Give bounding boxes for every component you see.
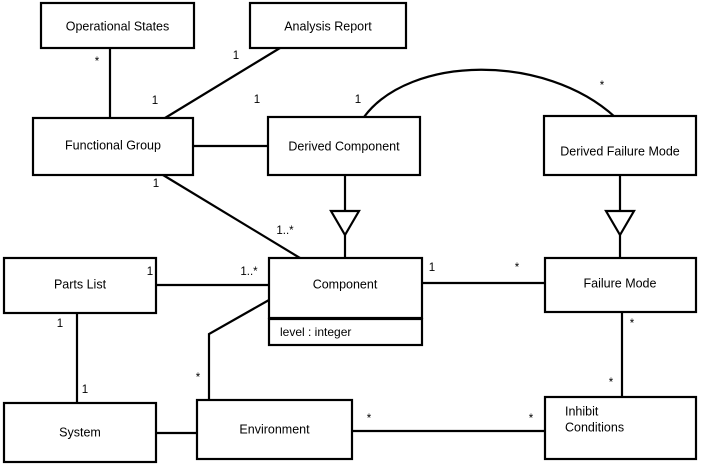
multiplicity-component-right: 1 bbox=[429, 262, 435, 274]
multiplicity-derived-component-left: 1 bbox=[254, 94, 260, 106]
class-analysis-report[interactable]: Analysis Report bbox=[248, 1, 408, 50]
class-box-derived-failure-mode[interactable] bbox=[542, 114, 698, 177]
class-derived-component[interactable]: Derived Component bbox=[266, 115, 422, 177]
class-box-system[interactable] bbox=[2, 401, 158, 464]
class-name-parts-list: Parts List bbox=[54, 277, 107, 291]
class-system[interactable]: System bbox=[2, 401, 158, 464]
class-box-inhibit-conditions[interactable] bbox=[543, 395, 698, 461]
multiplicity-inhibit-conditions-top: * bbox=[609, 377, 614, 389]
multiplicity-parts-list-bottom: 1 bbox=[57, 318, 63, 330]
multiplicity-environment-right: * bbox=[367, 413, 372, 425]
multiplicity-component-left: 1..* bbox=[240, 266, 258, 278]
class-box-component[interactable] bbox=[267, 256, 424, 320]
class-name-operational-states: Operational States bbox=[66, 19, 170, 33]
multiplicity-environment-top: * bbox=[196, 372, 201, 384]
generalization-arrow-derived-component-component bbox=[329, 209, 361, 238]
multiplicity-failure-mode-bottom: * bbox=[630, 318, 635, 330]
class-functional-group[interactable]: Functional Group bbox=[31, 116, 195, 177]
association-functional-group-component[interactable] bbox=[162, 174, 301, 259]
class-name-failure-mode: Failure Mode bbox=[584, 276, 657, 290]
class-operational-states[interactable]: Operational States bbox=[39, 1, 196, 50]
association-derived-component-derived-failure-mode[interactable] bbox=[363, 68, 616, 118]
multiplicity-derived-component-curve: 1 bbox=[355, 94, 361, 106]
multiplicity-inhibit-conditions-left: * bbox=[529, 413, 534, 425]
class-component[interactable]: Component level : integer bbox=[267, 256, 424, 347]
multiplicity-component-diagonal: 1..* bbox=[276, 225, 294, 237]
class-parts-list[interactable]: Parts List bbox=[2, 256, 158, 315]
generalization-arrow-derived-failure-mode-failure-mode bbox=[604, 209, 636, 238]
class-box-environment[interactable] bbox=[195, 398, 354, 461]
class-box-parts-list[interactable] bbox=[2, 256, 158, 315]
multiplicity-parts-list-right: 1 bbox=[147, 266, 153, 278]
class-box-functional-group[interactable] bbox=[31, 116, 195, 177]
multiplicity-functional-group-top: 1 bbox=[152, 95, 158, 107]
class-name-inhibit-conditions-line1: Inhibit bbox=[565, 404, 599, 418]
class-attributes-box-component bbox=[267, 317, 424, 347]
multiplicity-functional-group-bottom: 1 bbox=[153, 178, 159, 190]
class-name-component: Component bbox=[313, 277, 378, 291]
class-derived-failure-mode[interactable]: Derived Failure Mode bbox=[542, 114, 698, 177]
class-name-derived-component: Derived Component bbox=[288, 139, 400, 153]
class-box-analysis-report[interactable] bbox=[248, 1, 408, 50]
class-box-derived-component[interactable] bbox=[266, 115, 422, 177]
multiplicity-system-top: 1 bbox=[82, 384, 88, 396]
class-attribute-component-level: level : integer bbox=[280, 325, 351, 339]
class-inhibit-conditions[interactable]: Inhibit Conditions bbox=[543, 395, 698, 461]
class-name-system: System bbox=[59, 425, 101, 439]
class-name-functional-group: Functional Group bbox=[65, 138, 161, 152]
class-environment[interactable]: Environment bbox=[195, 398, 354, 461]
association-analysis-report-functional-group[interactable] bbox=[164, 47, 281, 119]
class-name-environment: Environment bbox=[239, 422, 310, 436]
multiplicity-failure-mode-left: * bbox=[515, 262, 520, 274]
multiplicity-derived-failure-mode-curve: * bbox=[600, 80, 605, 92]
class-box-operational-states[interactable] bbox=[39, 1, 196, 50]
association-component-environment[interactable] bbox=[207, 299, 270, 400]
class-box-failure-mode[interactable] bbox=[543, 256, 698, 314]
multiplicity-analysis-report-left: 1 bbox=[233, 50, 239, 62]
class-failure-mode[interactable]: Failure Mode bbox=[543, 256, 698, 314]
multiplicity-operational-states-bottom: * bbox=[95, 56, 100, 68]
class-name-analysis-report: Analysis Report bbox=[284, 19, 372, 33]
class-name-inhibit-conditions-line2: Conditions bbox=[565, 420, 624, 434]
class-name-derived-failure-mode: Derived Failure Mode bbox=[560, 144, 680, 158]
